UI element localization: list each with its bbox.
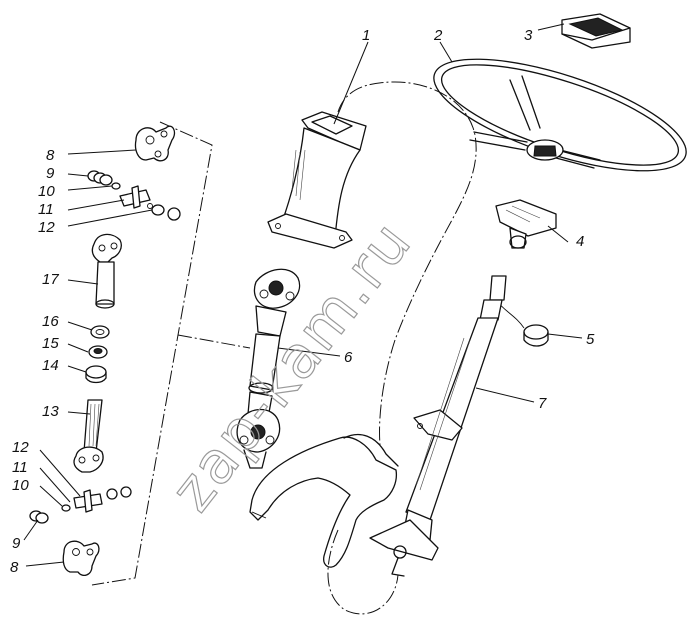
assembly-path-line <box>337 81 477 446</box>
ring-top-part <box>111 182 121 190</box>
mounting-frame-part <box>249 433 399 568</box>
spider-bottom-part <box>73 489 103 513</box>
bearing-pair-bottom-part <box>106 486 132 500</box>
seal-part <box>85 365 107 384</box>
sliding-sleeve-part <box>91 233 122 309</box>
steering-wheel-part <box>433 58 687 172</box>
callout-10-bottom: 10 <box>12 477 29 494</box>
intermediate-shaft-part <box>236 268 301 469</box>
bearing-pair-top-part <box>151 204 181 221</box>
splined-shaft-part <box>73 399 104 473</box>
column-cap-part <box>495 199 557 249</box>
callout-8-bottom: 8 <box>10 559 19 576</box>
callout-1: 1 <box>362 27 370 44</box>
bearing-cup-bottom-part <box>29 510 49 524</box>
callout-5: 5 <box>586 331 595 348</box>
callout-12-top: 12 <box>38 219 55 236</box>
callout-2: 2 <box>433 27 443 44</box>
callout-9-top: 9 <box>46 165 55 182</box>
callout-14: 14 <box>42 357 59 374</box>
ring-bottom-part <box>61 504 71 512</box>
callout-11-top: 11 <box>38 201 54 218</box>
callout-12-bottom: 12 <box>12 439 29 456</box>
callout-7: 7 <box>538 395 547 412</box>
column-bracket-part <box>267 111 367 249</box>
yoke-bottom-part <box>62 540 100 577</box>
callout-11-bottom: 11 <box>12 459 28 476</box>
callout-9-bottom: 9 <box>12 535 21 552</box>
callout-10-top: 10 <box>38 183 55 200</box>
spider-top-part <box>119 185 153 209</box>
callout-8-top: 8 <box>46 147 55 164</box>
callout-15: 15 <box>42 335 59 352</box>
yoke-top-part <box>134 125 176 162</box>
bushing-part <box>493 297 549 347</box>
callout-4: 4 <box>576 233 584 250</box>
washer-part <box>90 325 110 339</box>
callout-13: 13 <box>42 403 59 420</box>
bracket-to-shaft-line <box>177 334 251 349</box>
callout-17: 17 <box>42 271 59 288</box>
callout-6: 6 <box>344 349 353 366</box>
bearing-cup-top-part <box>87 170 113 186</box>
horn-button-part <box>561 13 631 49</box>
left-group-bracket <box>91 121 213 586</box>
callout-leaders <box>23 23 583 567</box>
callout-16: 16 <box>42 313 59 330</box>
assembly-path-line-lower <box>327 529 399 615</box>
callout-3: 3 <box>524 27 533 44</box>
steering-column-part <box>369 275 507 577</box>
nut-part <box>88 345 108 359</box>
watermark-text: zap-kam.ru <box>157 208 424 524</box>
